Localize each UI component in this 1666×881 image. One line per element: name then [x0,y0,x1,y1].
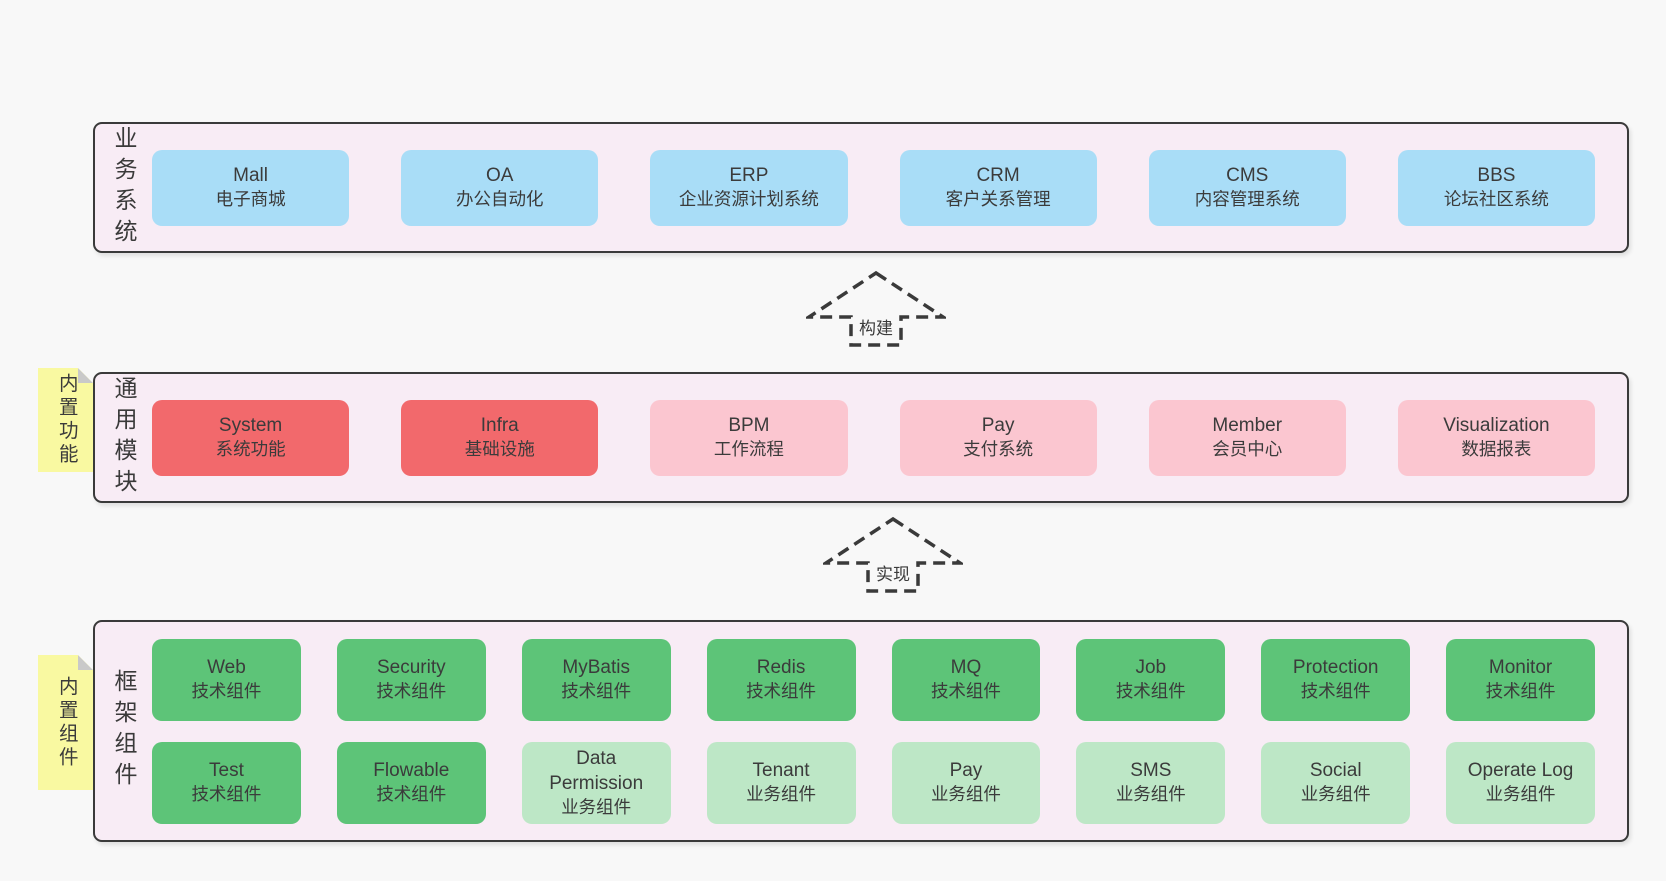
box-system: System 系统功能 [152,399,350,476]
note-builtin-components-label: 内置组件 [55,675,78,770]
layer-label-business-systems: 业务系统 [111,125,137,250]
box-operate-log: Operate Log 业务组件 [1446,741,1595,824]
box-pay-component: Pay 业务组件 [891,741,1041,824]
box-social: Social 业务组件 [1261,741,1411,824]
layer-framework-components: 框架组件 Web 技术组件 Security 技术组件 MyBatis 技术组件… [93,620,1629,842]
box-monitor: Monitor 技术组件 [1446,638,1595,721]
box-infra: Infra 基础设施 [401,399,599,476]
box-mall: Mall 电子商城 [152,149,350,226]
note-builtin-components: 内置组件 [38,655,93,790]
arrow-up-build: 构建 [806,270,946,348]
box-bpm: BPM 工作流程 [650,399,848,476]
box-member: Member 会员中心 [1148,399,1346,476]
box-mybatis: MyBatis 技术组件 [521,638,671,721]
box-redis: Redis 技术组件 [706,638,856,721]
layer-business-systems: 业务系统 Mall 电子商城 OA 办公自动化 ERP 企业资源计划系统 CRM… [93,122,1629,253]
note-builtin-features-label: 内置功能 [55,373,78,467]
dashed-up-arrow-icon [806,270,946,347]
dashed-up-arrow-icon [823,516,963,593]
folded-corner-icon [78,368,93,383]
layer-common-modules: 通用模块 System 系统功能 Infra 基础设施 BPM 工作流程 Pay… [93,372,1629,503]
box-mq: MQ 技术组件 [891,638,1041,721]
box-test: Test 技术组件 [152,741,301,824]
box-flowable: Flowable 技术组件 [336,741,486,824]
box-cms: CMS 内容管理系统 [1148,149,1346,226]
box-security: Security 技术组件 [336,638,486,721]
folded-corner-icon [78,655,93,670]
arrow-build-label: 构建 [856,314,896,339]
arrow-up-implement: 实现 [823,516,963,594]
box-visualization: Visualization 数据报表 [1397,399,1595,476]
box-data-permission: Data Permission 业务组件 [521,741,671,824]
box-oa: OA 办公自动化 [401,149,599,226]
box-erp: ERP 企业资源计划系统 [650,149,848,226]
box-crm: CRM 客户关系管理 [899,149,1097,226]
layer-label-common-modules: 通用模块 [111,375,137,500]
box-bbs: BBS 论坛社区系统 [1397,149,1595,226]
layer-label-framework-components: 框架组件 [111,669,137,793]
box-sms: SMS 业务组件 [1076,741,1226,824]
framework-components-box-grid: Web 技术组件 Security 技术组件 MyBatis 技术组件 Redi… [152,622,1627,840]
box-tenant: Tenant 业务组件 [706,741,856,824]
common-modules-box-grid: System 系统功能 Infra 基础设施 BPM 工作流程 Pay 支付系统… [152,374,1627,501]
arrow-implement-label: 实现 [873,560,913,585]
box-job: Job 技术组件 [1076,638,1226,721]
box-web: Web 技术组件 [152,638,301,721]
note-builtin-features: 内置功能 [38,368,93,472]
business-systems-box-grid: Mall 电子商城 OA 办公自动化 ERP 企业资源计划系统 CRM 客户关系… [152,124,1627,251]
box-protection: Protection 技术组件 [1261,638,1411,721]
box-pay-module: Pay 支付系统 [899,399,1097,476]
